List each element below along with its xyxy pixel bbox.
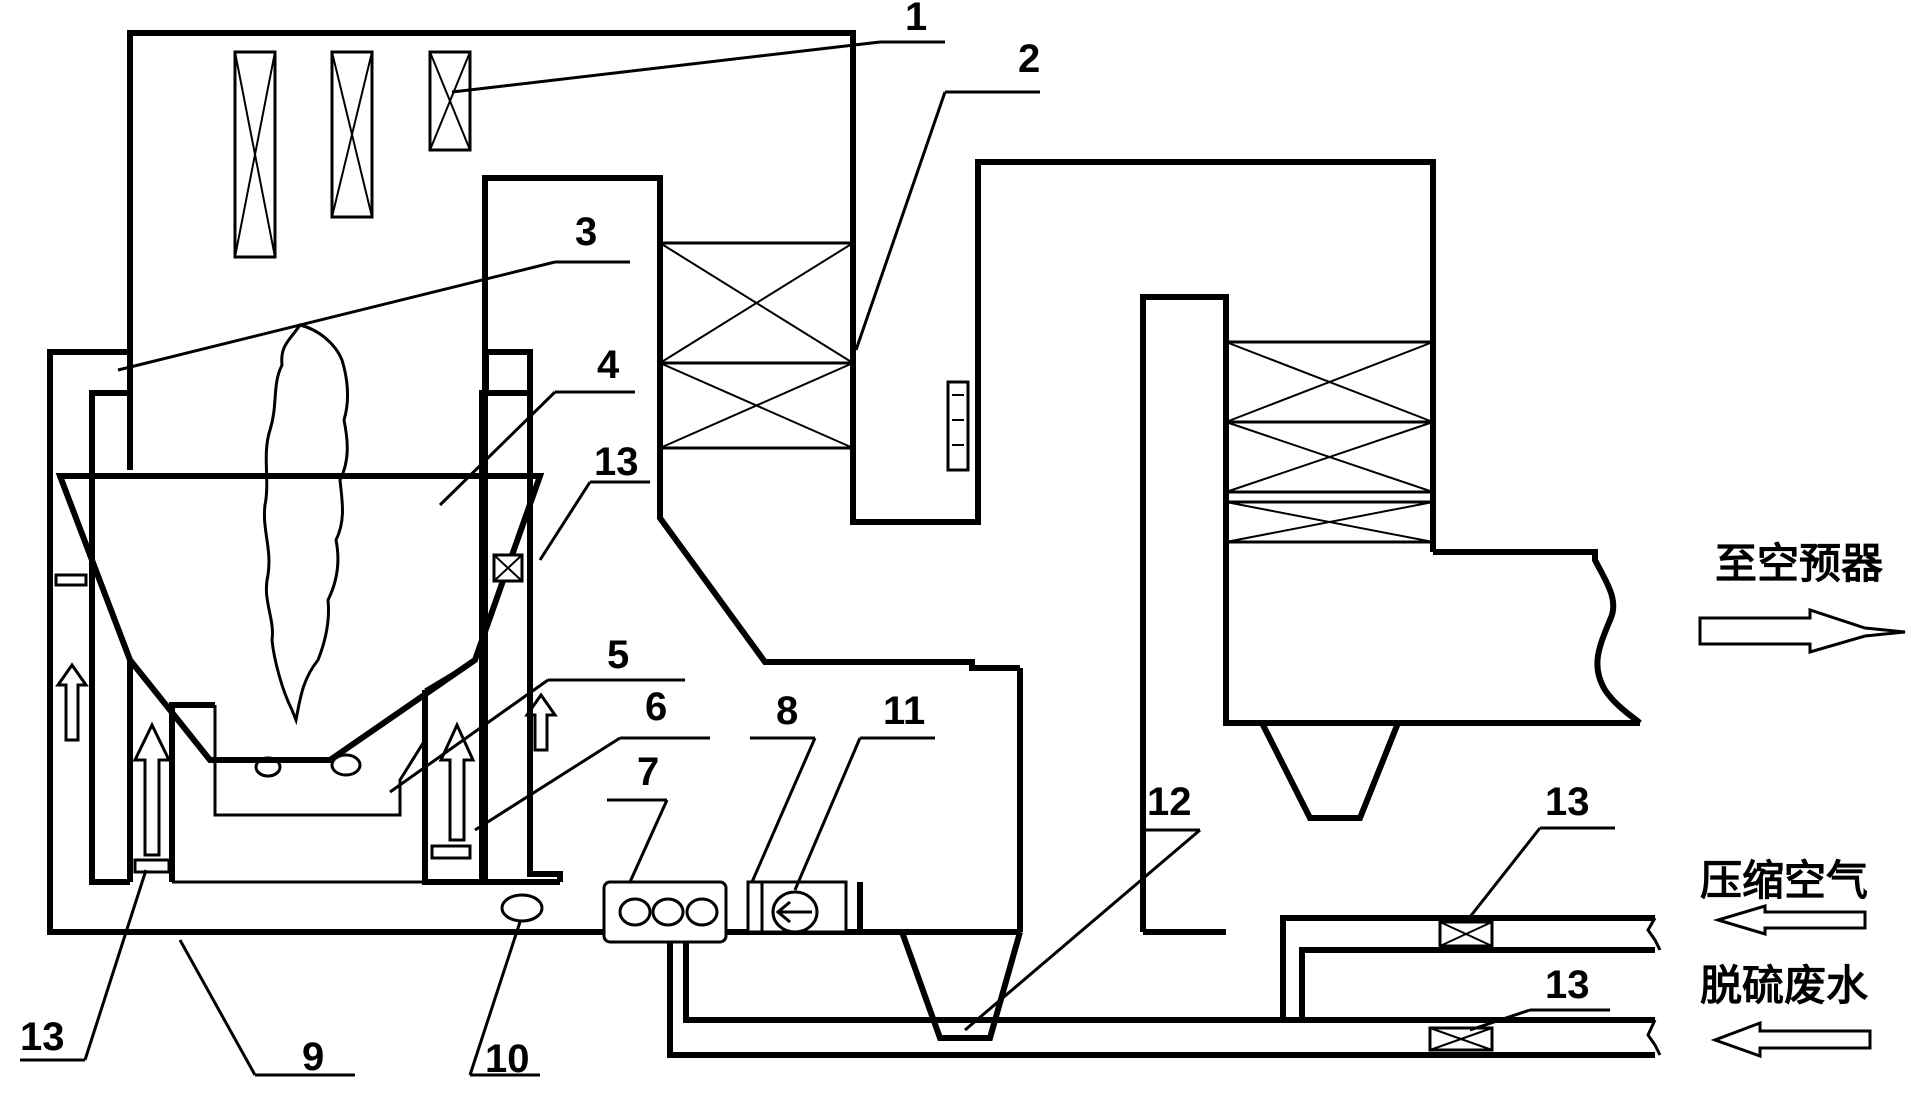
- supply-pipes: [667, 915, 1662, 1058]
- label-13-inner: 13: [594, 440, 639, 484]
- label-3: 3: [575, 210, 597, 254]
- label-13-pipe-bottom: 13: [1545, 963, 1590, 1007]
- label-7: 7: [637, 750, 659, 794]
- evaporation-unit: [500, 880, 863, 944]
- label-4: 4: [597, 343, 620, 387]
- scr-catalyst-layers: [1224, 340, 1435, 544]
- platen-superheaters: [233, 50, 472, 259]
- reheater-bank: [658, 241, 855, 450]
- label-8: 8: [776, 689, 798, 733]
- label-13-left: 13: [20, 1015, 65, 1059]
- label-9: 9: [302, 1035, 324, 1079]
- label-10: 10: [485, 1037, 530, 1081]
- label-5: 5: [607, 633, 629, 677]
- flue-outlet: [1592, 552, 1642, 726]
- flame: [262, 323, 350, 726]
- upward-air-arrows: [55, 662, 558, 857]
- boiler-casing: [47, 30, 1640, 935]
- stream-arrows: [1698, 607, 1906, 1059]
- label-11: 11: [883, 689, 925, 733]
- label-12: 12: [1147, 780, 1192, 824]
- label-13-pipe-top: 13: [1545, 780, 1590, 824]
- leader-lines: [20, 40, 1615, 1077]
- label-1: 1: [905, 0, 927, 39]
- furnace-hopper: [55, 323, 545, 885]
- stream-compressed-air: 压缩空气: [1700, 856, 1868, 905]
- callout-numbers: 1 2 3 4 13 5 6 8 11 7 12 13 13 13 9 10: [20, 0, 1590, 1081]
- dampers: [54, 553, 524, 874]
- label-2: 2: [1018, 37, 1040, 81]
- stream-to-air-preheater: 至空预器: [1715, 539, 1884, 588]
- nozzle-grid: [946, 380, 970, 472]
- stream-labels: 至空预器 压缩空气 脱硫废水: [1700, 539, 1884, 1010]
- stream-desulfurization-wastewater: 脱硫废水: [1700, 961, 1869, 1010]
- label-6: 6: [645, 685, 667, 729]
- ash-hoppers: [899, 721, 1401, 1041]
